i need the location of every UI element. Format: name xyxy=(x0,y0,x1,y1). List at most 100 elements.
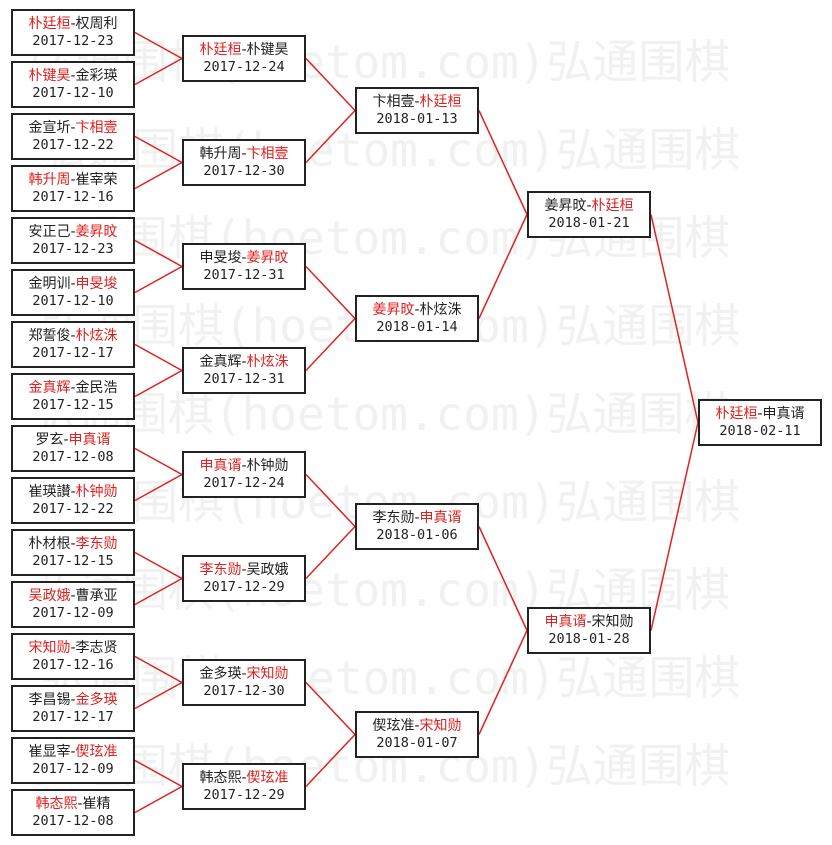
player-name: 朴廷桓 xyxy=(591,198,634,214)
match-date: 2018-02-11 xyxy=(719,423,801,439)
bracket-connector xyxy=(134,759,183,788)
player-name: 韩态熙 xyxy=(35,796,78,812)
match-date: 2017-12-10 xyxy=(32,293,114,309)
player-separator: - xyxy=(70,588,76,604)
player-name: 吴政娥 xyxy=(246,562,289,578)
bracket-connector xyxy=(305,57,356,112)
player-name: 宋知勋 xyxy=(246,666,289,682)
player-name: 金彩瑛 xyxy=(75,68,118,84)
match-players: 姜昇旼-朴炫洙 xyxy=(357,302,477,319)
player-name: 朴炫洙 xyxy=(419,302,462,318)
player-name: 李东勋 xyxy=(372,510,415,526)
player-separator: - xyxy=(70,328,76,344)
player-separator: - xyxy=(70,276,76,292)
match-players: 韩升周-崔宰荣 xyxy=(13,172,133,189)
player-separator: - xyxy=(241,562,247,578)
player-name: 金多瑛 xyxy=(199,666,242,682)
match-players: 金多瑛-宋知勋 xyxy=(184,666,304,683)
match-players: 偰玹准-宋知勋 xyxy=(357,718,477,735)
player-name: 申真谞 xyxy=(419,510,462,526)
match-players: 安正己-姜昇旼 xyxy=(13,224,133,241)
player-name: 朴炫洙 xyxy=(75,328,118,344)
player-name: 宋知勋 xyxy=(28,640,71,656)
bracket-connector xyxy=(478,630,528,735)
bracket-connector xyxy=(650,422,699,631)
player-name: 朴炫洙 xyxy=(246,354,289,370)
bracket-connector xyxy=(134,161,183,190)
match-players: 卞相壹-朴廷桓 xyxy=(357,94,477,111)
match-players: 姜昇旼-朴廷桓 xyxy=(529,198,649,215)
bracket-connector xyxy=(134,369,183,398)
player-separator: - xyxy=(414,94,420,110)
player-name: 韩态熙 xyxy=(199,770,242,786)
player-separator: - xyxy=(70,380,76,396)
player-name: 姜昇旼 xyxy=(372,302,415,318)
match-date: 2017-12-29 xyxy=(203,787,285,803)
match-date: 2017-12-09 xyxy=(32,761,114,777)
player-name: 宋知勋 xyxy=(419,718,462,734)
player-name: 金宣圻 xyxy=(28,120,71,136)
bracket-connector xyxy=(134,681,183,710)
bracket-connector xyxy=(134,655,183,684)
player-name: 李东勋 xyxy=(75,536,118,552)
player-name: 李志贤 xyxy=(75,640,118,656)
match-date: 2017-12-24 xyxy=(203,59,285,75)
match-players: 韩态熙-崔精 xyxy=(13,796,133,813)
bracket-connector xyxy=(134,551,183,580)
player-name: 偰玹准 xyxy=(372,718,415,734)
match-date: 2017-12-16 xyxy=(32,189,114,205)
player-name: 朴廷桓 xyxy=(199,42,242,58)
player-name: 姜昇旼 xyxy=(544,198,587,214)
bracket-connector xyxy=(134,473,183,502)
player-name: 朴材根 xyxy=(28,536,71,552)
bracket-connector xyxy=(478,110,528,215)
match-date: 2017-12-15 xyxy=(32,553,114,569)
match-date: 2017-12-08 xyxy=(32,813,114,829)
player-separator: - xyxy=(586,198,592,214)
player-separator: - xyxy=(63,432,69,448)
match-date: 2017-12-30 xyxy=(203,163,285,179)
match-players: 金明训-申旻埈 xyxy=(13,276,133,293)
bracket-connector xyxy=(305,525,356,580)
match-date: 2017-12-24 xyxy=(203,475,285,491)
player-name: 权周利 xyxy=(75,16,118,32)
match-date: 2018-01-13 xyxy=(376,111,458,127)
player-name: 郑誓俊 xyxy=(28,328,71,344)
player-separator: - xyxy=(414,718,420,734)
bracket-connector xyxy=(478,526,528,631)
match-players: 朴廷桓-朴键昊 xyxy=(184,42,304,59)
match-date: 2017-12-17 xyxy=(32,345,114,361)
player-name: 申真谞 xyxy=(199,458,242,474)
match-players: 申真谞-宋知勋 xyxy=(529,614,649,631)
player-separator: - xyxy=(241,666,247,682)
player-separator: - xyxy=(70,16,76,32)
match-players: 崔瑛讃-朴钟勋 xyxy=(13,484,133,501)
bracket-connector xyxy=(650,214,699,423)
player-separator: - xyxy=(414,302,420,318)
match-players: 金真辉-朴炫洙 xyxy=(184,354,304,371)
player-separator: - xyxy=(70,68,76,84)
bracket-connector xyxy=(134,31,183,60)
player-name: 偰玹准 xyxy=(75,744,118,760)
player-name: 朴键昊 xyxy=(246,42,289,58)
player-name: 朴键昊 xyxy=(28,68,71,84)
bracket-connector xyxy=(305,317,356,372)
match-date: 2017-12-22 xyxy=(32,501,114,517)
match-date: 2018-01-14 xyxy=(376,319,458,335)
player-name: 崔显宰 xyxy=(28,744,71,760)
player-separator: - xyxy=(77,796,83,812)
bracket-connector xyxy=(478,214,528,319)
player-separator: - xyxy=(414,510,420,526)
